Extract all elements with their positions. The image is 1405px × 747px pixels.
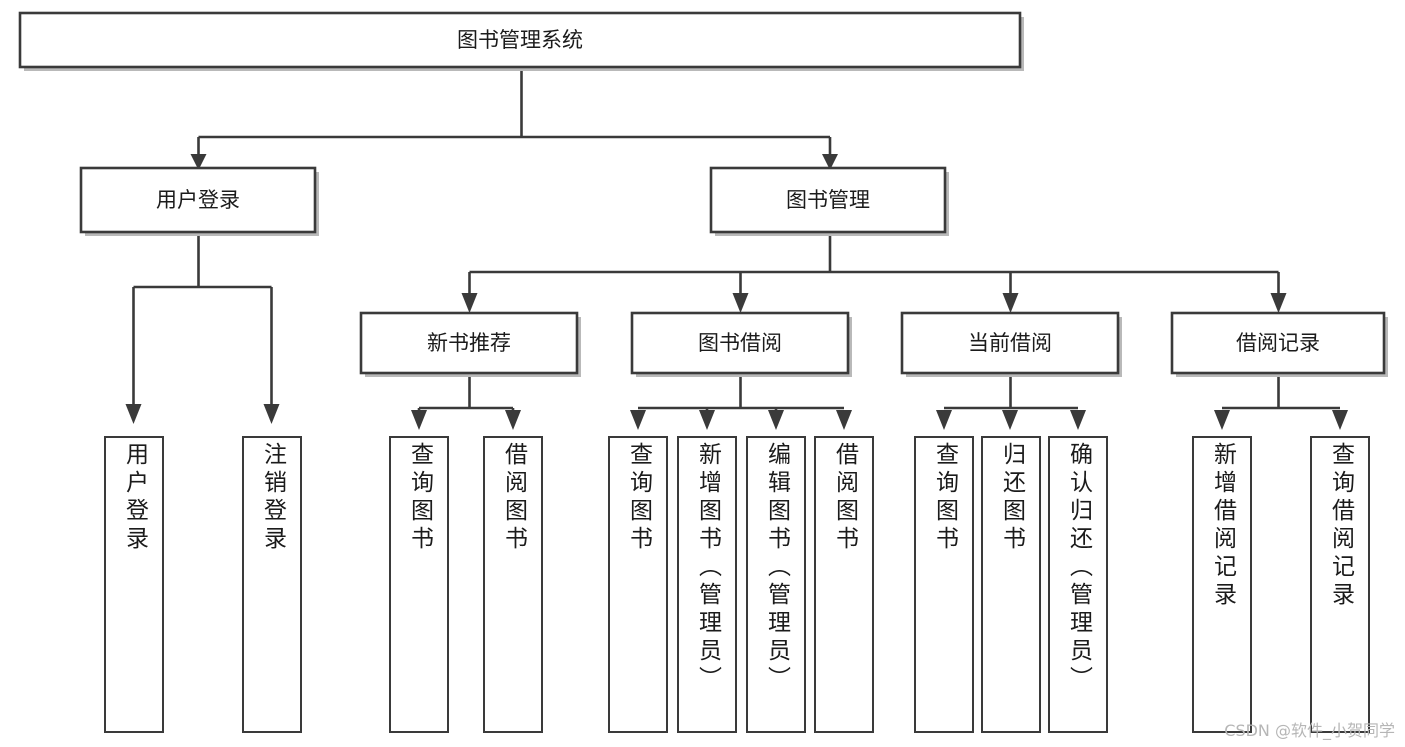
arrow-borrowrecord-leaf-2 — [1332, 410, 1348, 430]
arrow-currentborrow-leaf-1 — [936, 410, 952, 430]
leaf-book-borrow-4-label: 借阅图书 — [831, 442, 858, 554]
leaf-new-book-recommend-1-label: 查询图书 — [406, 442, 433, 554]
leaf-user-login-2-label: 注销登录 — [259, 442, 286, 554]
node-borrow-records-label: 借阅记录 — [1236, 331, 1320, 355]
leaf-current-borrow-3[interactable]: 确认归还（管理员） — [1048, 436, 1108, 733]
node-book-manage-label: 图书管理 — [786, 188, 870, 212]
connector-layer — [125, 68, 1348, 430]
arrow-root-to-user-login — [190, 154, 207, 170]
node-user-login-label: 用户登录 — [156, 188, 240, 212]
leaf-new-book-recommend-2[interactable]: 借阅图书 — [483, 436, 543, 733]
arrow-bookmanage-child-4 — [1270, 293, 1287, 313]
node-new-book-recommend[interactable]: 新书推荐 — [359, 311, 581, 377]
leaf-book-borrow-3[interactable]: 编辑图书（管理员） — [746, 436, 806, 733]
leaf-user-login-1[interactable]: 用户登录 — [104, 436, 164, 733]
node-book-borrow-label: 图书借阅 — [698, 331, 782, 355]
leaf-book-borrow-2[interactable]: 新增图书（管理员） — [677, 436, 737, 733]
leaf-book-borrow-1-label: 查询图书 — [625, 442, 652, 554]
leaf-current-borrow-3-label: 确认归还（管理员） — [1065, 442, 1092, 694]
arrow-root-to-book-manage — [822, 154, 838, 170]
node-borrow-records[interactable]: 借阅记录 — [1170, 311, 1388, 377]
node-current-borrow-label: 当前借阅 — [968, 331, 1052, 355]
leaf-book-borrow-1[interactable]: 查询图书 — [608, 436, 668, 733]
leaf-new-book-recommend-1[interactable]: 查询图书 — [389, 436, 449, 733]
leaf-current-borrow-1-label: 查询图书 — [931, 442, 958, 554]
leaf-borrow-records-1-label: 新增借阅记录 — [1209, 442, 1236, 610]
arrow-userlogin-leaf-2 — [263, 404, 280, 424]
node-new-book-recommend-label: 新书推荐 — [427, 331, 511, 355]
node-book-manage[interactable]: 图书管理 — [709, 166, 949, 236]
arrow-newbook-leaf-1 — [411, 410, 427, 430]
leaf-book-borrow-2-label: 新增图书（管理员） — [694, 442, 721, 694]
leaf-current-borrow-1[interactable]: 查询图书 — [914, 436, 974, 733]
leaf-borrow-records-2[interactable]: 查询借阅记录 — [1310, 436, 1370, 733]
arrow-currentborrow-leaf-2 — [1002, 410, 1018, 430]
arrow-bookborrow-leaf-1 — [630, 410, 646, 430]
leaf-book-borrow-3-label: 编辑图书（管理员） — [763, 442, 790, 694]
arrow-bookborrow-leaf-2 — [699, 410, 715, 430]
arrow-bookmanage-child-3 — [1002, 293, 1019, 313]
leaf-current-borrow-2[interactable]: 归还图书 — [981, 436, 1041, 733]
leaf-user-login-2[interactable]: 注销登录 — [242, 436, 302, 733]
arrow-borrowrecord-leaf-1 — [1214, 410, 1230, 430]
node-user-login[interactable]: 用户登录 — [79, 166, 319, 236]
leaf-borrow-records-1[interactable]: 新增借阅记录 — [1192, 436, 1252, 733]
leaf-new-book-recommend-2-label: 借阅图书 — [500, 442, 527, 554]
leaf-current-borrow-2-label: 归还图书 — [998, 442, 1025, 554]
node-root[interactable]: 图书管理系统 — [18, 11, 1024, 71]
node-book-borrow[interactable]: 图书借阅 — [630, 311, 852, 377]
arrow-newbook-leaf-2 — [505, 410, 521, 430]
node-current-borrow[interactable]: 当前借阅 — [900, 311, 1122, 377]
arrow-bookmanage-child-2 — [732, 293, 749, 313]
arrow-userlogin-leaf-1 — [125, 404, 142, 424]
leaf-user-login-1-label: 用户登录 — [121, 442, 148, 554]
node-root-label: 图书管理系统 — [457, 28, 583, 52]
leaf-book-borrow-4[interactable]: 借阅图书 — [814, 436, 874, 733]
arrow-currentborrow-leaf-3 — [1070, 410, 1086, 430]
arrow-bookborrow-leaf-4 — [836, 410, 852, 430]
arrow-bookborrow-leaf-3 — [768, 410, 784, 430]
arrow-bookmanage-child-1 — [461, 293, 478, 313]
leaf-borrow-records-2-label: 查询借阅记录 — [1327, 442, 1354, 610]
